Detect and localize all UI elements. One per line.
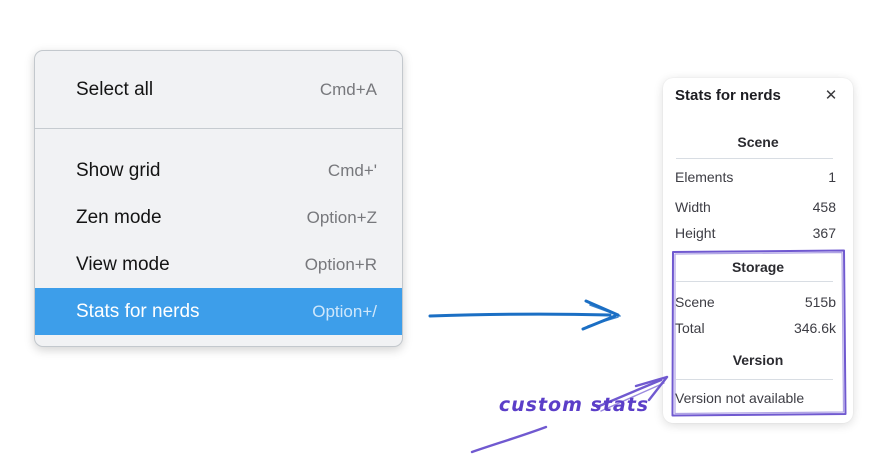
stat-row-width: Width 458: [675, 197, 836, 217]
stats-panel: Stats for nerds ✕ Scene Elements 1 Width…: [663, 78, 853, 423]
stat-value: 458: [812, 199, 836, 215]
stat-row-scene-storage: Scene 515b: [675, 292, 836, 312]
menu-item-shortcut: Cmd+A: [319, 79, 377, 99]
menu-item-show-grid[interactable]: Show grid Cmd+': [35, 147, 402, 194]
stat-value: 1: [828, 169, 836, 185]
stat-row-total-storage: Total 346.6k: [675, 318, 836, 338]
blue-arrow-head-sketch: [587, 304, 621, 327]
version-note: Version not available: [675, 390, 805, 406]
stat-label: Total: [675, 320, 705, 336]
scene-section-header: Scene: [737, 134, 779, 150]
stat-row-elements: Elements 1: [675, 167, 836, 187]
menu-item-view-mode[interactable]: View mode Option+R: [35, 241, 402, 288]
stats-panel-title: Stats for nerds: [675, 87, 781, 104]
menu-item-label: Stats for nerds: [76, 300, 200, 322]
stat-label: Scene: [675, 294, 715, 310]
stat-value: 367: [812, 225, 836, 241]
menu-section-bottom: Show grid Cmd+' Zen mode Option+Z View m…: [35, 129, 402, 335]
stat-label: Height: [675, 225, 716, 241]
stat-value: 515b: [804, 294, 836, 310]
stat-value: 346.6k: [793, 320, 836, 336]
menu-item-shortcut: Cmd+': [327, 160, 377, 180]
menu-item-shortcut: Option+/: [312, 301, 377, 321]
menu-item-label: Zen mode: [76, 206, 162, 228]
menu-item-label: View mode: [76, 253, 170, 275]
divider: [676, 281, 833, 282]
annotation-label: custom stats: [498, 394, 650, 416]
menu-item-shortcut: Option+R: [304, 254, 377, 274]
purple-arrow-tail: [470, 425, 548, 454]
blue-arrow-head: [581, 299, 620, 331]
blue-arrow-shaft: [428, 312, 612, 318]
menu-item-select-all[interactable]: Select all Cmd+A: [35, 66, 402, 113]
menu-section-top: Select all Cmd+A: [35, 51, 402, 129]
stat-label: Width: [675, 199, 711, 215]
close-icon[interactable]: ✕: [824, 87, 838, 104]
divider: [676, 158, 833, 159]
menu-item-zen-mode[interactable]: Zen mode Option+Z: [35, 194, 402, 241]
divider: [676, 379, 833, 380]
menu-item-label: Select all: [76, 78, 154, 100]
menu-item-label: Show grid: [76, 159, 161, 181]
storage-section-header: Storage: [731, 259, 785, 275]
version-section-header: Version: [732, 352, 784, 368]
context-menu: Select all Cmd+A Show grid Cmd+' Zen mod…: [34, 50, 403, 347]
blue-right-arrow: [428, 299, 621, 331]
stat-label: Elements: [675, 169, 734, 185]
stat-row-height: Height 367: [675, 223, 836, 243]
menu-item-stats-for-nerds[interactable]: Stats for nerds Option+/: [35, 288, 402, 335]
menu-item-shortcut: Option+Z: [306, 207, 377, 227]
